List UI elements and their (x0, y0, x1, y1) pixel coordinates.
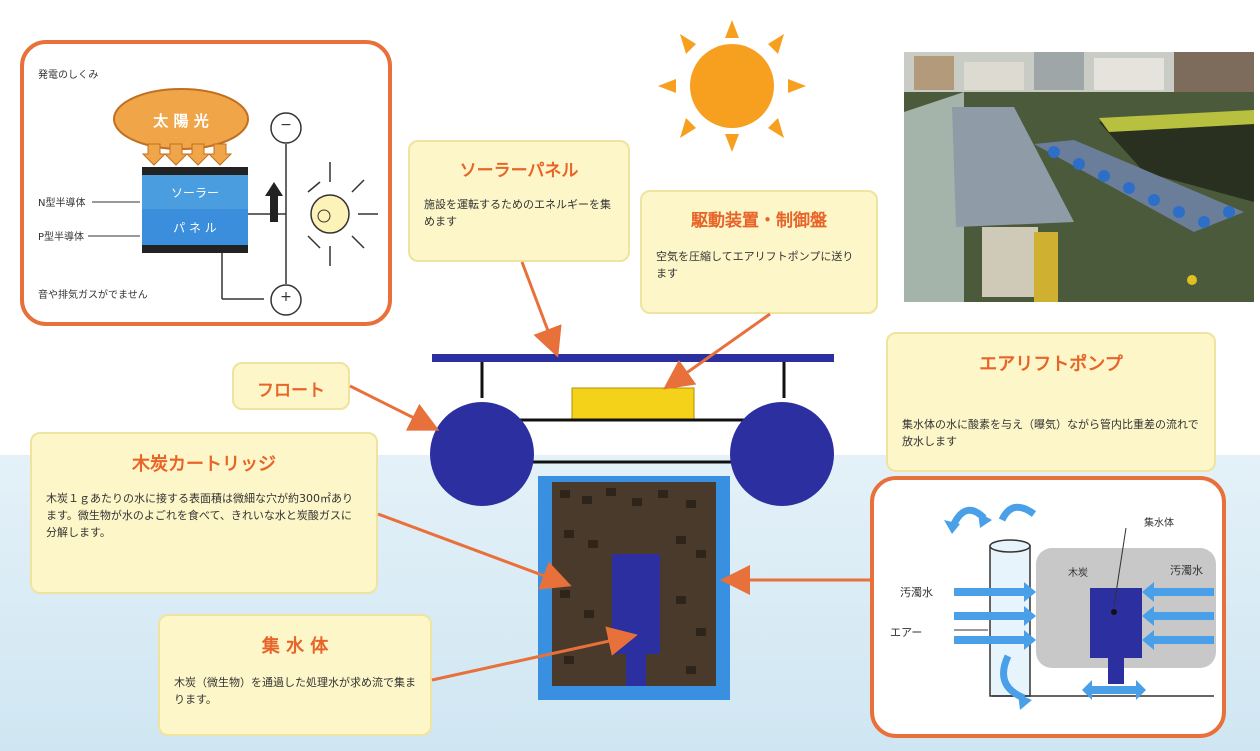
photo-floating-solar (904, 52, 1254, 302)
p-type-label: P型半導体 (38, 232, 85, 243)
float-title: フロート (257, 381, 325, 401)
collector-title: 集 水 体 (261, 636, 329, 657)
generation-diagram (88, 88, 378, 316)
solar-panel-desc: 施設を運転するためのエネルギーを集めます (424, 198, 611, 228)
drive-unit-desc: 空気を圧縮してエアリフトポンプに送ります (656, 250, 854, 280)
sunlight-label: 太 陽 光 (153, 112, 209, 130)
generation-panel: 発電のしくみ 太 陽 (20, 40, 392, 326)
generation-note: 音や排気ガスがでません (38, 290, 148, 301)
polluted-water-right: 汚濁水 (1170, 564, 1203, 577)
collector-desc: 木炭（微生物）を通過した処理水が求め流で集まります。 (174, 676, 416, 706)
drive-unit-callout: 駆動装置・制御盤 空気を圧縮してエアリフトポンプに送ります (640, 190, 878, 314)
solar-panel-title: ソーラーパネル (459, 161, 579, 181)
plus-terminal: + (280, 289, 292, 305)
generation-title: 発電のしくみ (38, 70, 99, 81)
collector-callout: 集 水 体 木炭（微生物）を通過した処理水が求め流で集まります。 (158, 614, 432, 736)
drive-unit-title: 駆動装置・制御盤 (691, 211, 827, 231)
airlift-title: エアリフトポンプ (979, 354, 1123, 375)
airlift-desc: 集水体の水に酸素を与え（曝気）ながら管内比重差の流れで放水します (902, 418, 1199, 448)
charcoal-title: 木炭カートリッジ (132, 454, 276, 475)
panel-bottom-label: パ ネ ル (173, 221, 217, 235)
charcoal-desc: 木炭１ｇあたりの水に接する表面積は微細な穴が約300㎡あります。微生物が水のよご… (46, 492, 353, 539)
airlift-detail-diagram (944, 503, 1216, 710)
sun-icon (658, 20, 806, 152)
airlift-charcoal-label: 木炭 (1068, 568, 1088, 579)
charcoal-callout: 木炭カートリッジ 木炭１ｇあたりの水に接する表面積は微細な穴が約300㎡あります… (30, 432, 378, 594)
float-callout: フロート (232, 362, 350, 410)
air-label: エアー (890, 626, 923, 639)
minus-terminal: − (280, 117, 292, 133)
airlift-callout: エアリフトポンプ 集水体の水に酸素を与え（曝気）ながら管内比重差の流れで放水しま… (886, 332, 1216, 472)
solar-panel-callout: ソーラーパネル 施設を運転するためのエネルギーを集めます (408, 140, 630, 262)
airlift-detail-panel: 集水体 木炭 汚濁水 汚濁水 エアー (870, 476, 1226, 738)
polluted-water-left: 汚濁水 (900, 586, 933, 599)
panel-top-label: ソーラー (170, 186, 219, 200)
airlift-collector-label: 集水体 (1144, 518, 1174, 529)
n-type-label: N型半導体 (38, 198, 86, 209)
